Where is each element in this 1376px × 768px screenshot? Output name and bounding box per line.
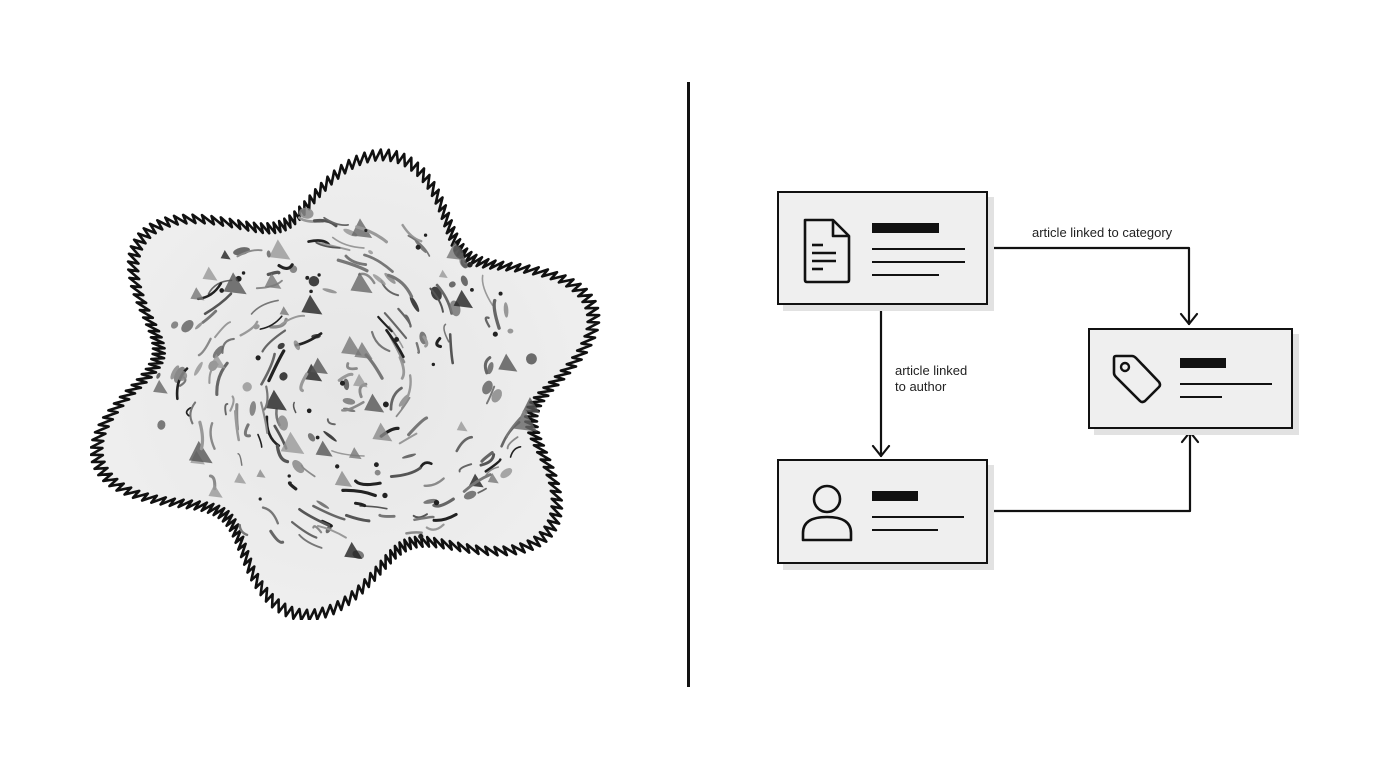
card-author[interactable]: [777, 459, 988, 564]
edge-label-article-author: article linked to author: [895, 363, 968, 394]
arrowhead-author-top: [871, 444, 891, 458]
card-category[interactable]: [1088, 328, 1293, 429]
arrowhead-category-bottom: [1180, 430, 1200, 444]
person-icon: [801, 484, 853, 542]
document-icon: [803, 218, 851, 284]
card-text-placeholder: [872, 261, 965, 263]
tag-icon: [1112, 354, 1162, 404]
card-title-placeholder: [1180, 358, 1226, 368]
vertical-divider: [687, 82, 690, 687]
card-article[interactable]: [777, 191, 988, 305]
card-text-placeholder: [872, 529, 938, 531]
card-title-placeholder: [872, 491, 918, 501]
blob-graphic: [90, 148, 601, 620]
card-text-placeholder: [1180, 396, 1222, 398]
arrowhead-category-top: [1179, 312, 1199, 326]
card-text-placeholder: [872, 274, 939, 276]
card-text-placeholder: [1180, 383, 1272, 385]
edge-label-article-category: article linked to category: [1032, 225, 1173, 240]
card-text-placeholder: [872, 516, 964, 518]
edge-author-category: [985, 430, 1192, 513]
edge-article-category: [985, 246, 1191, 326]
chaotic-blob-illustration: [90, 140, 610, 620]
card-text-placeholder: [872, 248, 965, 250]
card-title-placeholder: [872, 223, 939, 233]
